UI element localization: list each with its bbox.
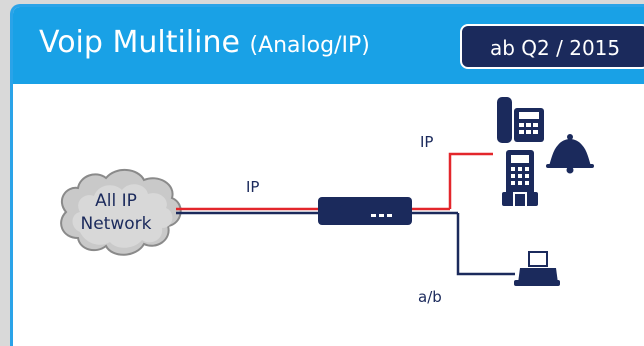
network-label-line2: Network — [81, 214, 152, 234]
main-link-label: IP — [246, 178, 259, 196]
ip-branch-label: IP — [420, 133, 433, 151]
router-icon — [318, 197, 412, 225]
router-output-links — [412, 207, 458, 215]
date-badge: ab Q2 / 2015 — [460, 24, 644, 69]
cloud-icon — [60, 169, 182, 256]
subtitle: (Analog/IP) — [249, 33, 370, 58]
analog-branch-label: a/b — [418, 288, 442, 306]
desk-phone-icon — [497, 97, 544, 143]
network-label-line1: All IP — [95, 191, 137, 211]
slide: Voip Multiline (Analog/IP) ab Q2 / 2015 — [10, 4, 644, 346]
page-title: Voip Multiline (Analog/IP) — [39, 23, 370, 66]
analog-branch — [456, 213, 515, 276]
title-text: Voip Multiline — [39, 25, 240, 60]
handset-icon — [502, 150, 538, 206]
main-ip-link — [176, 207, 318, 215]
fax-icon — [514, 251, 560, 286]
bell-icon — [546, 134, 594, 174]
ip-branch — [448, 152, 493, 209]
